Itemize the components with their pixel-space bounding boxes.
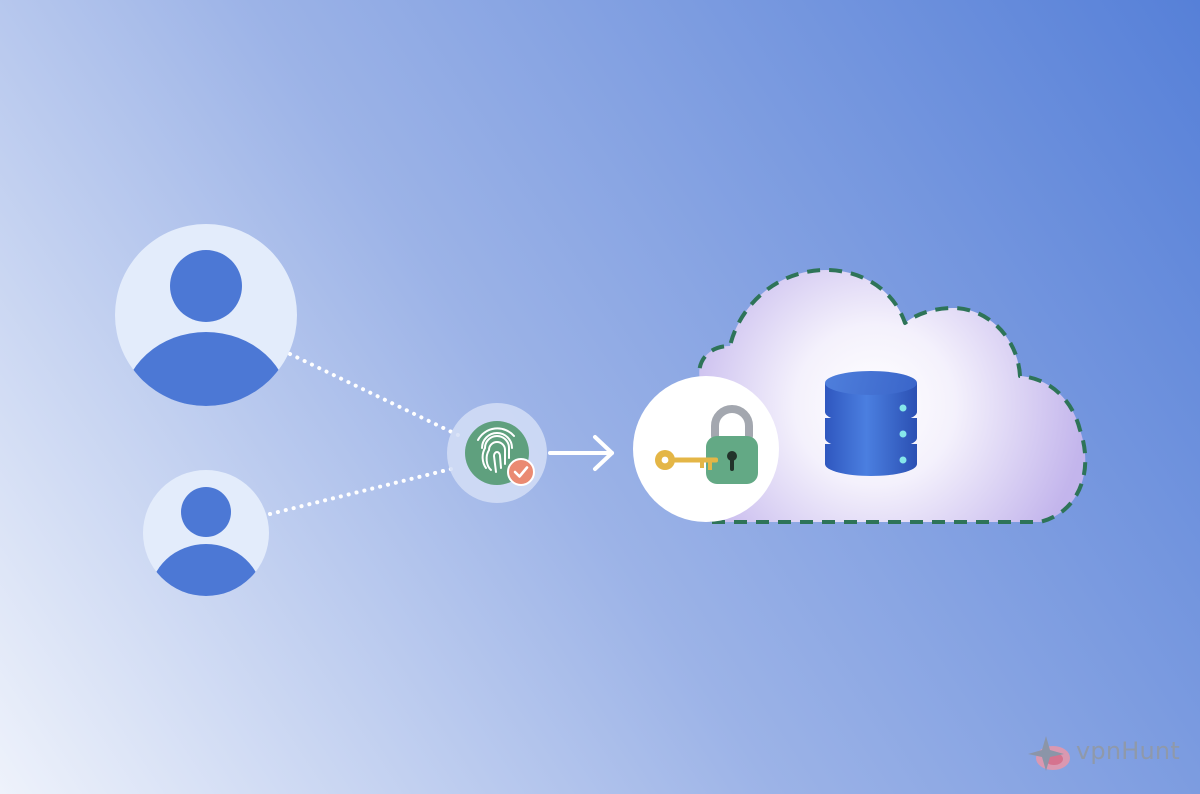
cloud-storage-node bbox=[697, 268, 1088, 524]
verification-node bbox=[447, 403, 547, 503]
database-dot bbox=[899, 404, 907, 412]
user-icon bbox=[150, 487, 262, 596]
key-icon bbox=[655, 450, 718, 470]
padlock-icon bbox=[706, 405, 758, 484]
encryption-node bbox=[633, 376, 779, 522]
database-dot bbox=[899, 430, 907, 438]
check-badge bbox=[507, 458, 535, 486]
connector-user-2-to-verification bbox=[268, 466, 457, 516]
connectors bbox=[268, 352, 462, 516]
arrow-icon bbox=[548, 435, 614, 471]
vpnhunt-logo-icon bbox=[1028, 736, 1070, 771]
user-icon bbox=[122, 250, 290, 406]
user-node-1 bbox=[115, 224, 297, 406]
fingerprint-icon bbox=[477, 427, 515, 473]
brand-name: vpnHunt bbox=[1076, 737, 1180, 765]
database-dot bbox=[899, 456, 907, 464]
connector-user-1-to-verification bbox=[288, 352, 462, 438]
database-icon bbox=[825, 371, 917, 476]
check-icon bbox=[513, 466, 529, 478]
user-node-2 bbox=[143, 470, 269, 596]
